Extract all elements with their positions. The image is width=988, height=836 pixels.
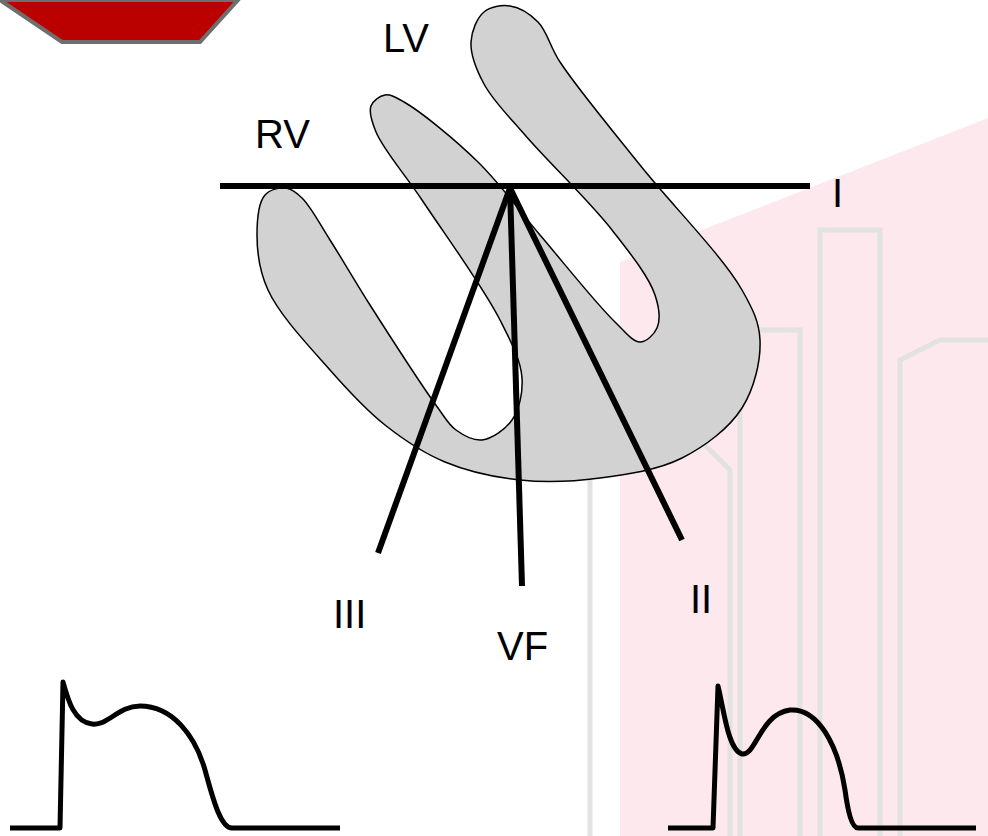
lead-label: LV [383,18,429,58]
lead-label: I [832,173,843,213]
heart-section [257,6,760,482]
watermark-shapes [590,230,988,836]
ecg-waveform [668,686,976,828]
lead-label: VF [497,626,548,666]
ecg-waveform [10,682,340,828]
logo-mark [0,0,238,42]
lead-axis [220,183,810,189]
lead-label: II [690,579,712,619]
lead-axis [510,188,522,586]
lead-axes [220,186,810,586]
lead-axis [378,188,510,553]
lead-label: III [333,594,366,634]
lead-axis [510,188,682,540]
lead-label: RV [255,114,310,154]
